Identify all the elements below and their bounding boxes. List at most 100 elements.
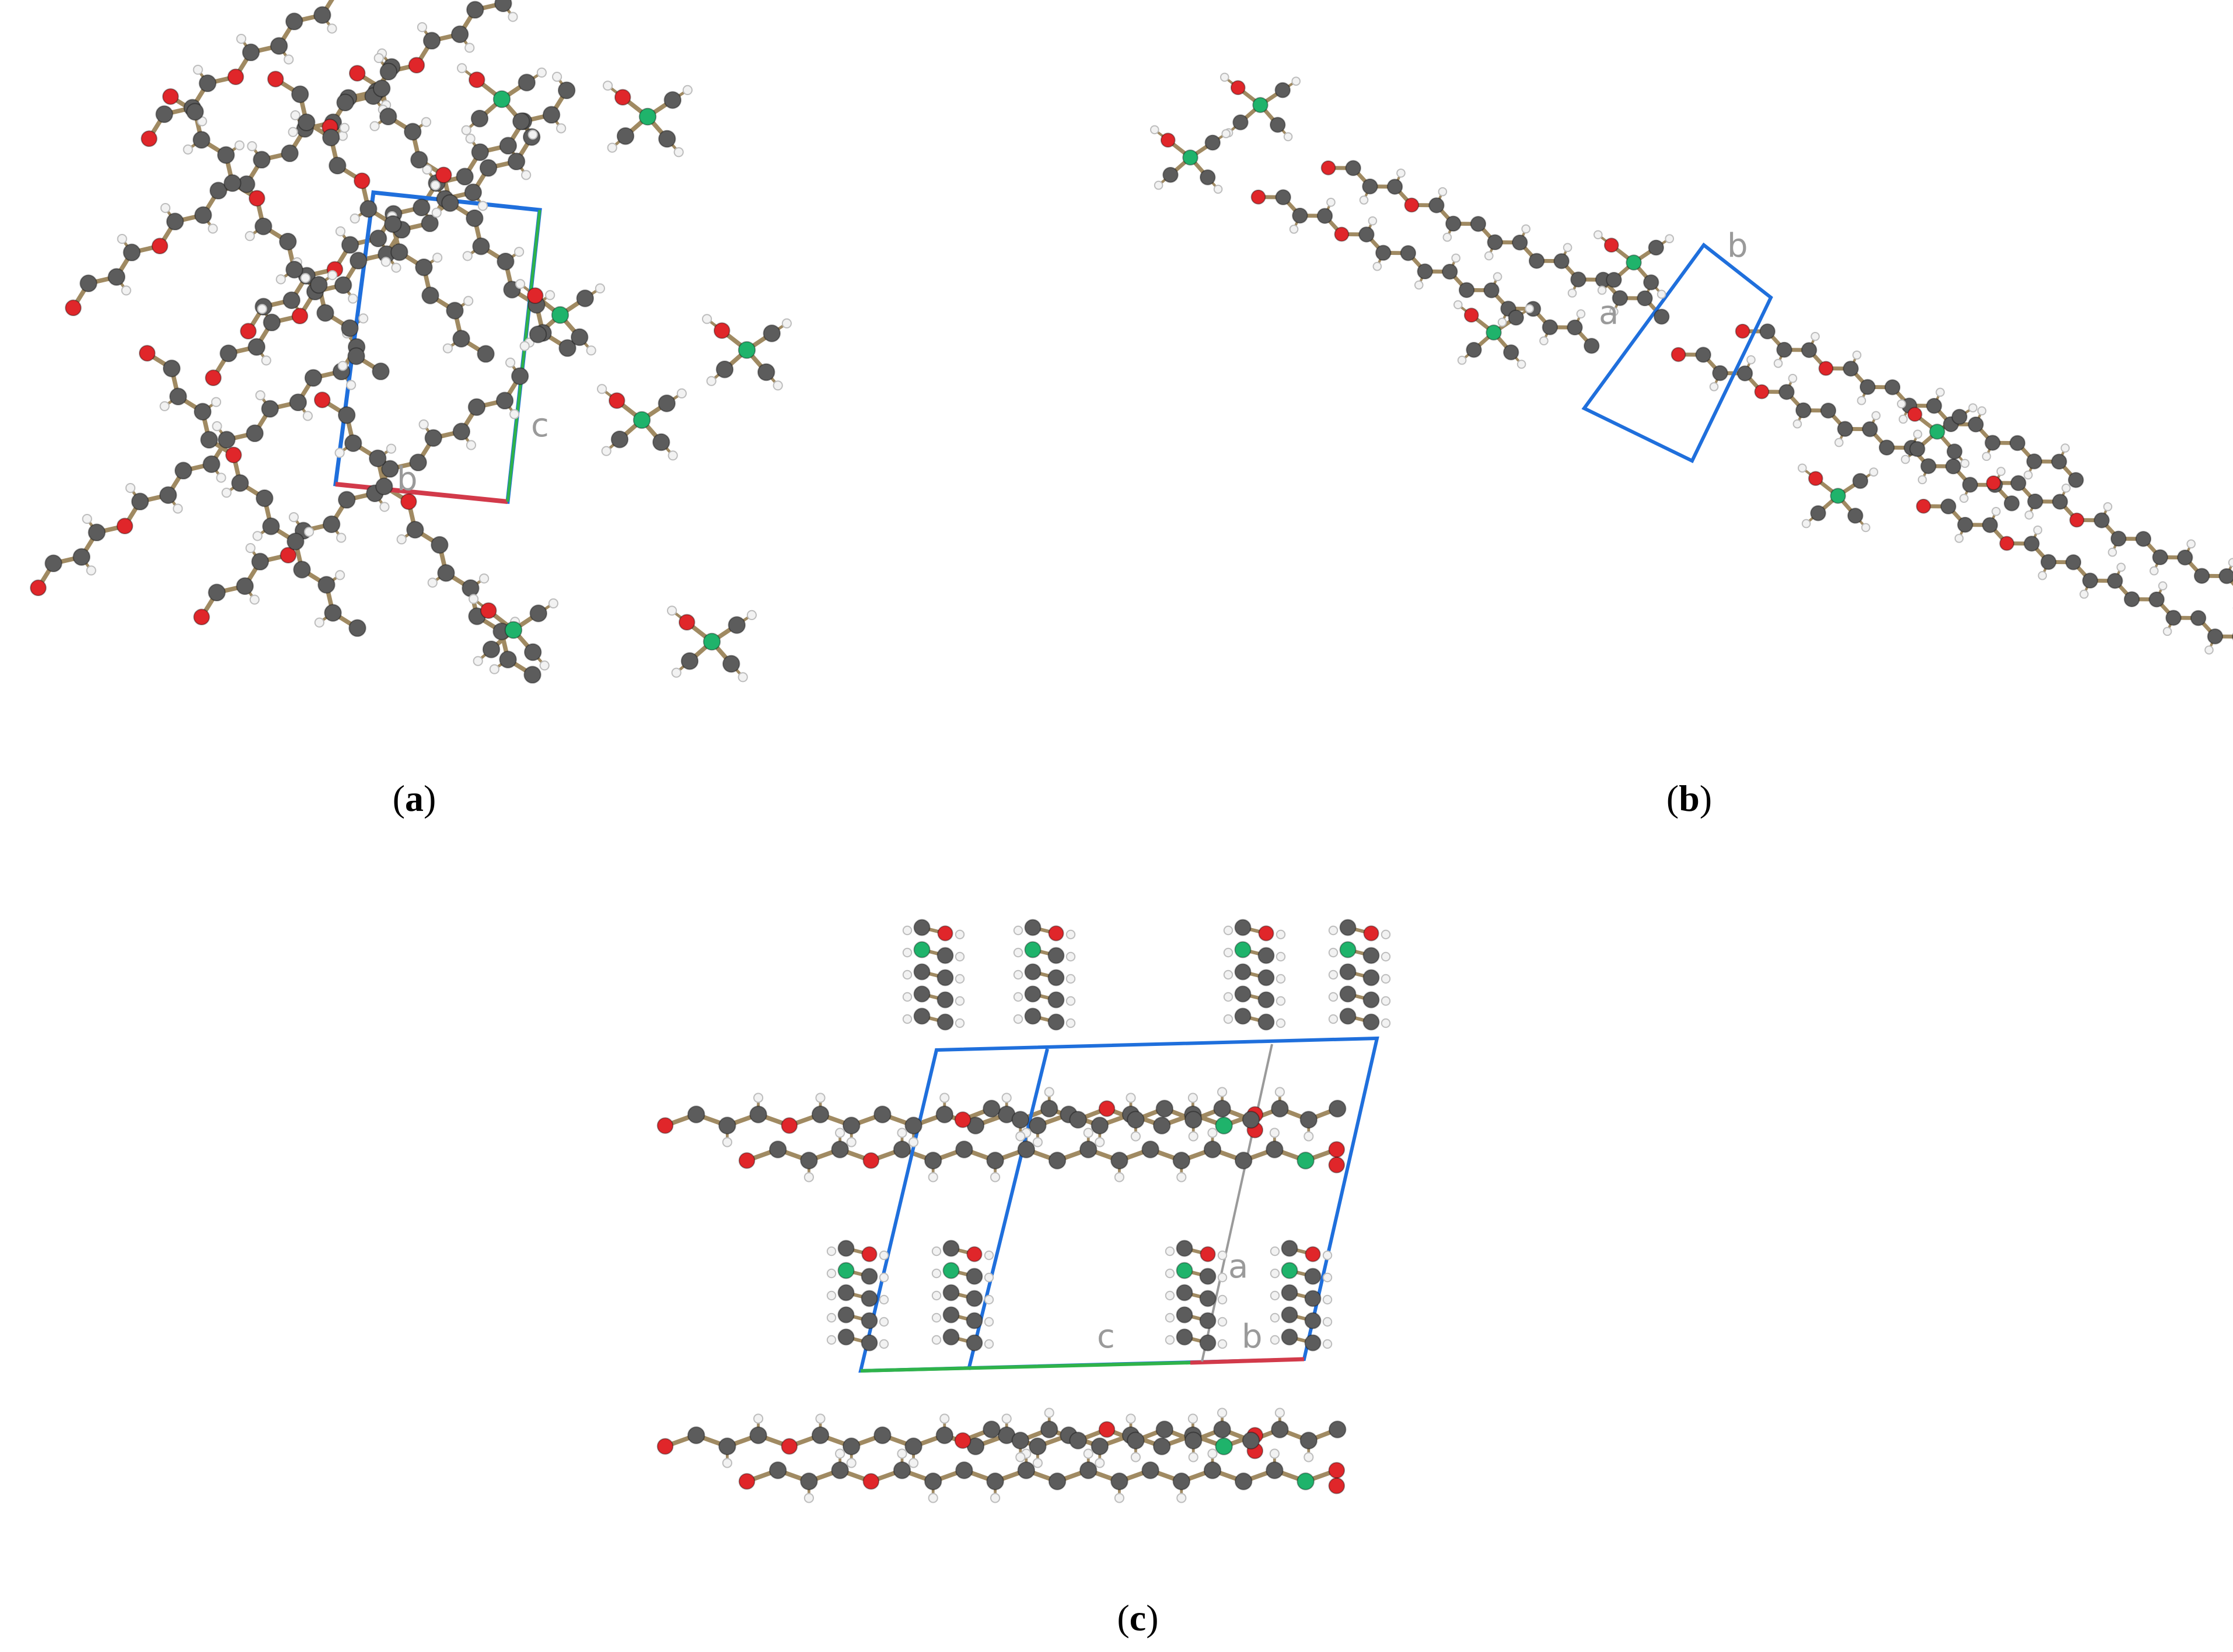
hydrogen-atom: [1270, 1312, 1280, 1323]
carbon-atom: [281, 144, 299, 163]
carbon-atom: [986, 1152, 1004, 1170]
carbon-atom: [344, 434, 362, 452]
carbon-atom: [1242, 1432, 1260, 1450]
carbon-atom: [270, 37, 288, 55]
carbon-atom: [1759, 323, 1776, 340]
hydrogen-atom: [955, 996, 965, 1006]
hydrogen-atom: [479, 573, 490, 584]
carbon-atom: [379, 62, 398, 81]
carbon-atom: [2190, 610, 2207, 626]
oxygen-atom: [954, 1432, 972, 1449]
hydrogen-atom: [536, 67, 547, 78]
carbon-atom: [218, 430, 236, 449]
carbon-atom: [431, 536, 449, 554]
carbon-atom: [479, 159, 498, 177]
oxygen-atom: [1916, 498, 1931, 514]
hydrogen-atom: [1977, 406, 1987, 416]
carbon-atom: [955, 1461, 973, 1479]
carbon-atom: [811, 1426, 830, 1444]
oxygen-atom: [1808, 471, 1823, 487]
oxygen-atom: [141, 130, 158, 148]
hydrogen-atom: [519, 341, 530, 351]
carbon-atom: [2065, 554, 2082, 570]
carbon-atom: [1648, 239, 1664, 256]
hydrogen-atom: [1521, 224, 1530, 234]
carbon-atom: [1040, 1100, 1058, 1118]
hydrogen-atom: [1960, 459, 1970, 468]
hydrogen-atom: [902, 1014, 913, 1024]
carbon-atom: [2165, 610, 2182, 626]
hydrogen-atom: [1274, 1087, 1285, 1097]
hydrogen-atom: [1013, 947, 1023, 958]
hydrogen-atom: [1788, 373, 1798, 383]
hydrogen-atom: [1015, 1452, 1026, 1462]
hydrogen-atom: [2204, 645, 2214, 655]
hydrogen-atom: [746, 610, 757, 621]
carbon-atom: [966, 1334, 983, 1352]
hydrogen-atom: [509, 409, 520, 419]
carbon-atom: [1847, 508, 1864, 524]
carbon-atom: [209, 181, 228, 200]
carbon-atom: [904, 1437, 922, 1455]
carbon-atom: [369, 229, 387, 248]
carbon-atom: [336, 93, 354, 112]
hydrogen-atom: [1709, 382, 1719, 391]
hydrogen-atom: [418, 419, 429, 430]
nitrogen-atom: [738, 341, 756, 359]
oxygen-atom: [1328, 1462, 1346, 1479]
carbon-atom: [247, 338, 265, 356]
carbon-atom: [497, 253, 515, 271]
carbon-atom: [1358, 226, 1375, 243]
hydrogen-atom: [2024, 510, 2034, 520]
carbon-atom: [1275, 189, 1291, 205]
hydrogen-atom: [984, 1339, 994, 1349]
carbon-atom: [375, 477, 393, 496]
hydrogen-atom: [1095, 1458, 1105, 1468]
hydrogen-atom: [1871, 411, 1881, 421]
carbon-atom: [1400, 245, 1417, 261]
carbon-atom: [1176, 1284, 1193, 1301]
hydrogen-atom: [430, 180, 441, 191]
carbon-atom: [437, 564, 455, 582]
hydrogen-atom: [955, 1018, 965, 1028]
oxygen-atom: [291, 307, 309, 325]
hydrogen-atom: [1114, 1493, 1125, 1503]
hydrogen-atom: [1187, 1093, 1198, 1103]
hydrogen-atom: [607, 142, 617, 153]
hydrogen-atom: [879, 1250, 889, 1261]
atom-layer: [30, 0, 2233, 1503]
hydrogen-atom: [249, 594, 260, 605]
carbon-atom: [298, 113, 316, 131]
hydrogen-atom: [211, 397, 222, 407]
carbon-atom: [1951, 408, 1968, 425]
carbon-atom: [529, 326, 547, 344]
carbon-atom: [893, 1140, 911, 1158]
carbon-atom: [1299, 1111, 1318, 1129]
carbon-atom: [904, 1116, 922, 1135]
carbon-atom: [1445, 215, 1462, 232]
carbon-atom: [842, 1116, 861, 1135]
carbon-atom: [524, 643, 542, 662]
carbon-atom: [687, 1105, 705, 1124]
carbon-atom: [422, 32, 441, 50]
carbon-atom: [1612, 290, 1629, 306]
carbon-atom: [1940, 498, 1956, 514]
hydrogen-atom: [1126, 1413, 1136, 1424]
carbon-atom: [1982, 517, 1998, 533]
caption-c: (c): [1117, 1597, 1158, 1639]
hydrogen-atom: [1221, 129, 1231, 138]
carbon-atom: [935, 1426, 954, 1444]
oxygen-atom: [1818, 360, 1834, 376]
nitrogen-atom: [1830, 488, 1846, 504]
hydrogen-atom: [1516, 359, 1526, 369]
oxygen-atom: [480, 602, 497, 620]
hydrogen-atom: [432, 253, 443, 263]
hydrogen-atom: [1223, 947, 1233, 958]
hydrogen-atom: [193, 64, 203, 75]
hydrogen-atom: [1154, 180, 1163, 190]
hydrogen-atom: [421, 117, 432, 127]
hydrogen-atom: [2033, 525, 2043, 535]
hydrogen-atom: [335, 226, 346, 237]
carbon-atom: [223, 174, 242, 192]
hydrogen-atom: [417, 22, 428, 33]
